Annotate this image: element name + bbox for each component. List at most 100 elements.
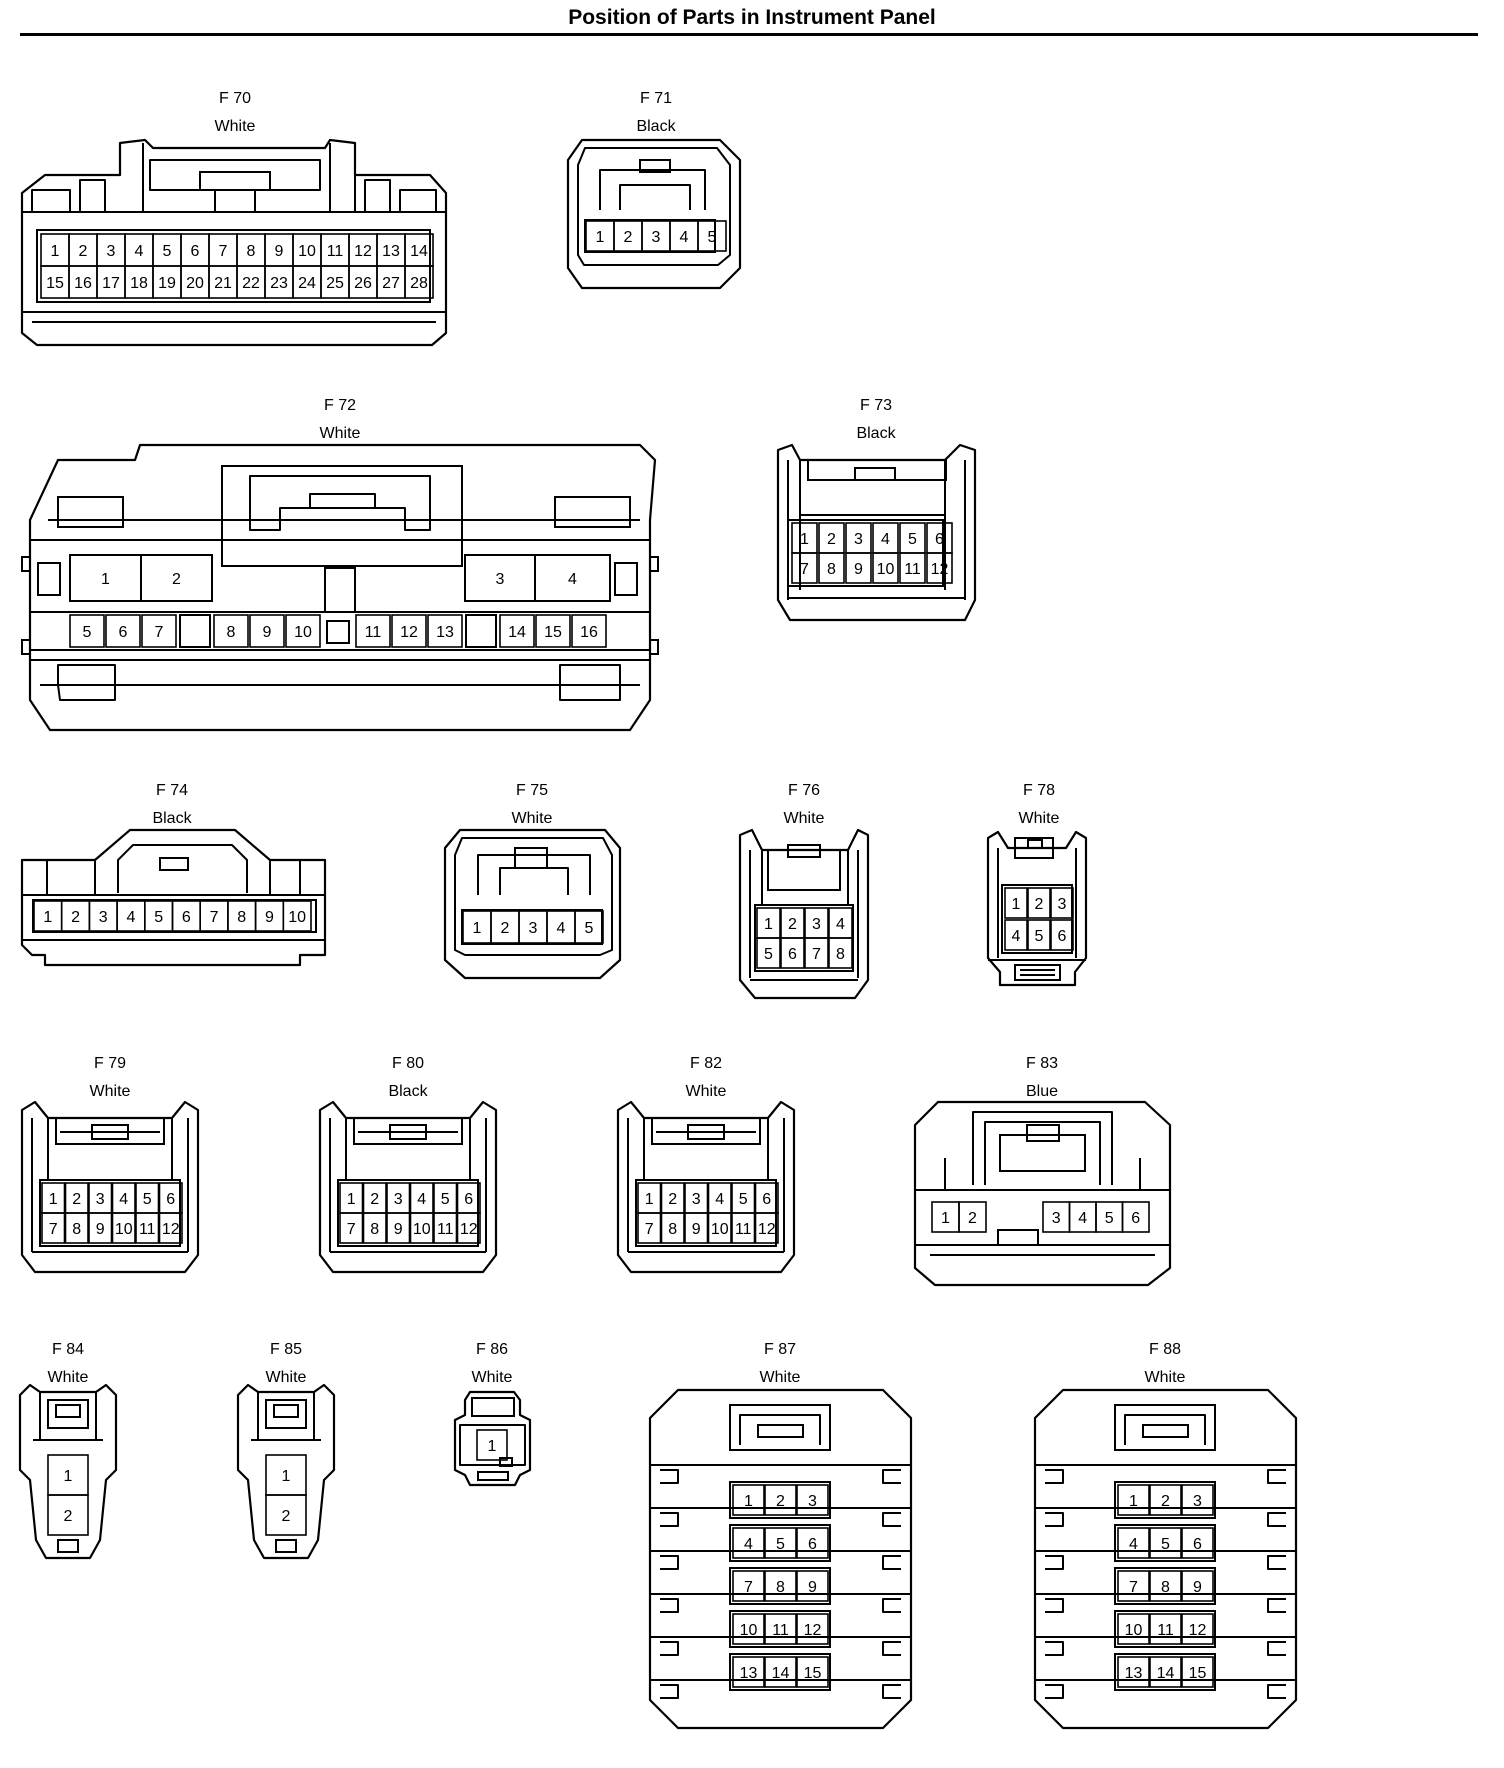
pin-number: 6 xyxy=(935,531,944,548)
pin-cell xyxy=(732,1527,765,1559)
pin-number: 5 xyxy=(441,1191,450,1208)
page-title: Position of Parts in Instrument Panel xyxy=(568,6,936,29)
pin-cell xyxy=(796,1484,829,1516)
pin-number: 8 xyxy=(776,1579,785,1596)
pin-number: 1 xyxy=(64,1468,73,1485)
pin-number: 6 xyxy=(1193,1536,1202,1553)
pin-number: 8 xyxy=(237,909,246,926)
pin-number: 6 xyxy=(119,624,128,641)
pin-cell xyxy=(249,614,285,648)
pin-number: 5 xyxy=(1035,928,1044,945)
connector-color: White xyxy=(760,1369,801,1386)
pin-number: 4 xyxy=(568,571,577,588)
pin-number: 25 xyxy=(326,275,344,292)
pin-number: 5 xyxy=(739,1191,748,1208)
pin-cell xyxy=(140,554,213,602)
pin-cell xyxy=(213,614,249,648)
pin-cell xyxy=(499,614,535,648)
pin-cell xyxy=(1117,1484,1150,1516)
connector-color: Black xyxy=(152,810,192,827)
pin-number: 4 xyxy=(1012,928,1021,945)
pin-number: 2 xyxy=(172,571,181,588)
pin-cell xyxy=(804,937,829,969)
pin-cell xyxy=(1117,1527,1150,1559)
pin-number: 3 xyxy=(808,1493,817,1510)
pin-cell xyxy=(1004,887,1028,919)
pin-number: 16 xyxy=(74,275,92,292)
pin-number: 1 xyxy=(347,1191,356,1208)
pin-number: 22 xyxy=(242,275,260,292)
connector-id: F 70 xyxy=(219,90,251,107)
pin-number: 5 xyxy=(764,946,773,963)
pin-number: 13 xyxy=(436,624,454,641)
pin-cell xyxy=(1181,1527,1214,1559)
pin-cell xyxy=(732,1484,765,1516)
pin-number: 9 xyxy=(265,909,274,926)
pin-number: 1 xyxy=(744,1493,753,1510)
pin-number: 5 xyxy=(1105,1210,1114,1227)
pin-number: 2 xyxy=(827,531,836,548)
pin-number: 3 xyxy=(394,1191,403,1208)
pin-number: 6 xyxy=(808,1536,817,1553)
pin-cell xyxy=(1117,1656,1150,1688)
pin-number: 5 xyxy=(143,1191,152,1208)
pin-cell xyxy=(391,614,427,648)
pin-cell xyxy=(535,614,571,648)
pin-number: 11 xyxy=(904,561,921,578)
pin-number: 2 xyxy=(668,1191,677,1208)
pin-number: 7 xyxy=(210,909,219,926)
pin-cell xyxy=(534,554,611,602)
pin-number: 1 xyxy=(473,920,482,937)
pin-number: 10 xyxy=(711,1221,729,1238)
pin-number: 12 xyxy=(400,624,418,641)
pin-cell xyxy=(872,552,899,584)
pin-number: 28 xyxy=(410,275,428,292)
pin-number: 10 xyxy=(740,1622,758,1639)
pin-cell xyxy=(1117,1570,1150,1602)
pin-number: 15 xyxy=(46,275,64,292)
pin-number: 15 xyxy=(544,624,562,641)
pin-number: 6 xyxy=(762,1191,771,1208)
pin-cell xyxy=(732,1570,765,1602)
pin-cell xyxy=(791,552,818,584)
connector-color: Black xyxy=(636,118,676,135)
pin-cell xyxy=(282,900,312,932)
pin-cell xyxy=(1121,1201,1150,1233)
pin-number: 21 xyxy=(214,275,232,292)
pin-number: 8 xyxy=(836,946,845,963)
pin-cell xyxy=(158,1212,183,1244)
pin-cell xyxy=(1149,1527,1182,1559)
pin-number: 10 xyxy=(1125,1622,1143,1639)
pin-number: 14 xyxy=(1157,1665,1175,1682)
pin-cell xyxy=(764,1613,797,1645)
pin-cell xyxy=(796,1527,829,1559)
pin-number: 6 xyxy=(1131,1210,1140,1227)
pin-number: 19 xyxy=(158,275,176,292)
pin-number: 11 xyxy=(735,1221,752,1238)
pin-cell xyxy=(433,1212,458,1244)
pin-number: 1 xyxy=(1012,896,1021,913)
pin-cell xyxy=(69,614,105,648)
pin-number: 7 xyxy=(744,1579,753,1596)
pin-cell xyxy=(697,220,727,252)
pin-cell xyxy=(64,1212,89,1244)
pin-number: 3 xyxy=(812,916,821,933)
pin-cell xyxy=(958,1201,987,1233)
pin-number: 5 xyxy=(1161,1536,1170,1553)
pin-number: 10 xyxy=(877,561,895,578)
pin-number: 9 xyxy=(692,1221,701,1238)
pin-number: 4 xyxy=(417,1191,426,1208)
pin-number: 12 xyxy=(804,1622,822,1639)
connector-id: F 79 xyxy=(94,1055,126,1072)
pin-number: 4 xyxy=(744,1536,753,1553)
pin-number: 2 xyxy=(501,920,510,937)
pin-cell xyxy=(427,614,463,648)
pin-cell xyxy=(637,1212,662,1244)
pin-number: 2 xyxy=(624,229,633,246)
pin-number: 11 xyxy=(139,1221,156,1238)
